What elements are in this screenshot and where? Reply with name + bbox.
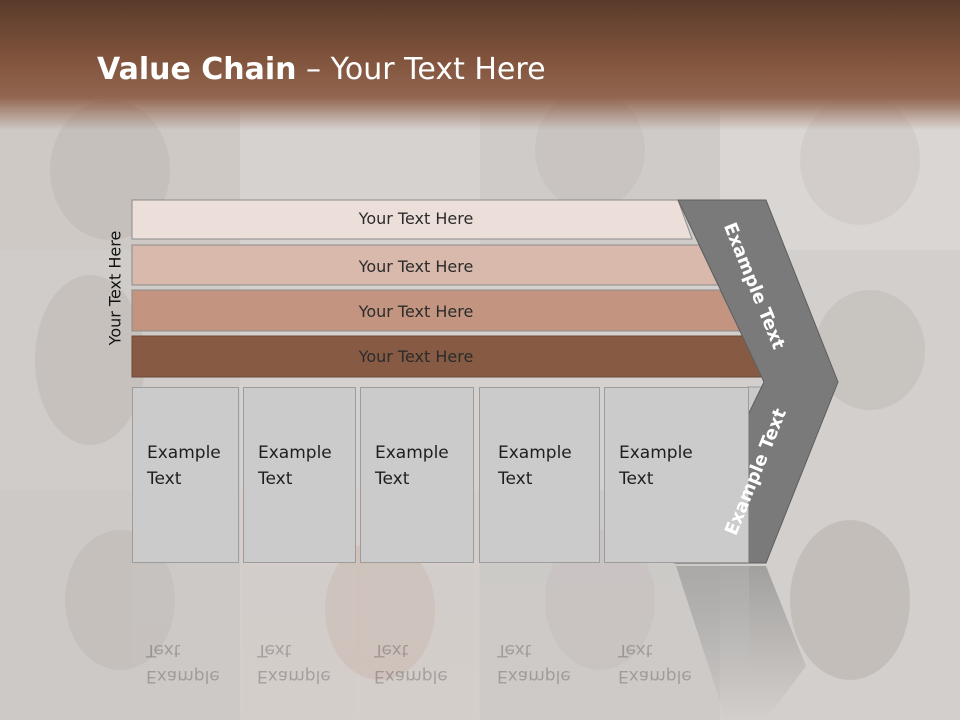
box-line1: Example bbox=[147, 443, 221, 463]
reflection-text: Example Text bbox=[618, 637, 692, 689]
reflection-inner: Example Text bbox=[604, 565, 749, 720]
refl-line1: Example bbox=[146, 666, 220, 686]
reflection-inner: Example Text bbox=[360, 565, 474, 720]
box-line2: Text bbox=[375, 469, 410, 489]
refl-line1: Example bbox=[374, 666, 448, 686]
reflection-inner: Example Text bbox=[243, 565, 356, 720]
reflection-text: Example Text bbox=[257, 637, 331, 689]
header-band bbox=[0, 0, 960, 130]
box-line1: Example bbox=[375, 443, 449, 463]
bar-2-label: Your Text Here bbox=[358, 257, 474, 276]
reflection-text: Example Text bbox=[497, 637, 571, 689]
title-bold-part: Value Chain bbox=[97, 52, 297, 87]
title-rest-part: – Your Text Here bbox=[296, 52, 546, 87]
box-line2: Text bbox=[147, 469, 182, 489]
reflection-text: Example Text bbox=[374, 637, 448, 689]
reflection-text: Example Text bbox=[146, 637, 220, 689]
box-line1: Example bbox=[619, 443, 693, 463]
refl-line2: Text bbox=[618, 640, 653, 660]
refl-line1: Example bbox=[497, 666, 571, 686]
chevron-arrow bbox=[675, 199, 839, 564]
slide-title: Value Chain – Your Text Here bbox=[97, 52, 546, 87]
refl-line1: Example bbox=[257, 666, 331, 686]
refl-line2: Text bbox=[497, 640, 532, 660]
box-line2: Text bbox=[258, 469, 293, 489]
reflection-inner: Example Text bbox=[479, 565, 600, 720]
bar-3-label: Your Text Here bbox=[358, 302, 474, 321]
box-line1: Example bbox=[498, 443, 572, 463]
refl-line2: Text bbox=[257, 640, 292, 660]
refl-line2: Text bbox=[146, 640, 181, 660]
bar-4-label: Your Text Here bbox=[358, 347, 474, 366]
box-line2: Text bbox=[619, 469, 654, 489]
refl-line2: Text bbox=[374, 640, 409, 660]
box-4-reflection: Example Text bbox=[479, 565, 600, 720]
reflection-inner: Example Text bbox=[132, 565, 239, 720]
box-5-reflection: Example Text bbox=[604, 565, 749, 720]
box-line1: Example bbox=[258, 443, 332, 463]
box-1-reflection: Example Text bbox=[132, 565, 239, 720]
box-2-reflection: Example Text bbox=[243, 565, 356, 720]
box-3-reflection: Example Text bbox=[360, 565, 474, 720]
bar-1-label: Your Text Here bbox=[358, 209, 474, 228]
refl-line1: Example bbox=[618, 666, 692, 686]
box-line2: Text bbox=[498, 469, 533, 489]
chevron-reflection bbox=[676, 566, 806, 720]
bar-1 bbox=[131, 199, 693, 240]
